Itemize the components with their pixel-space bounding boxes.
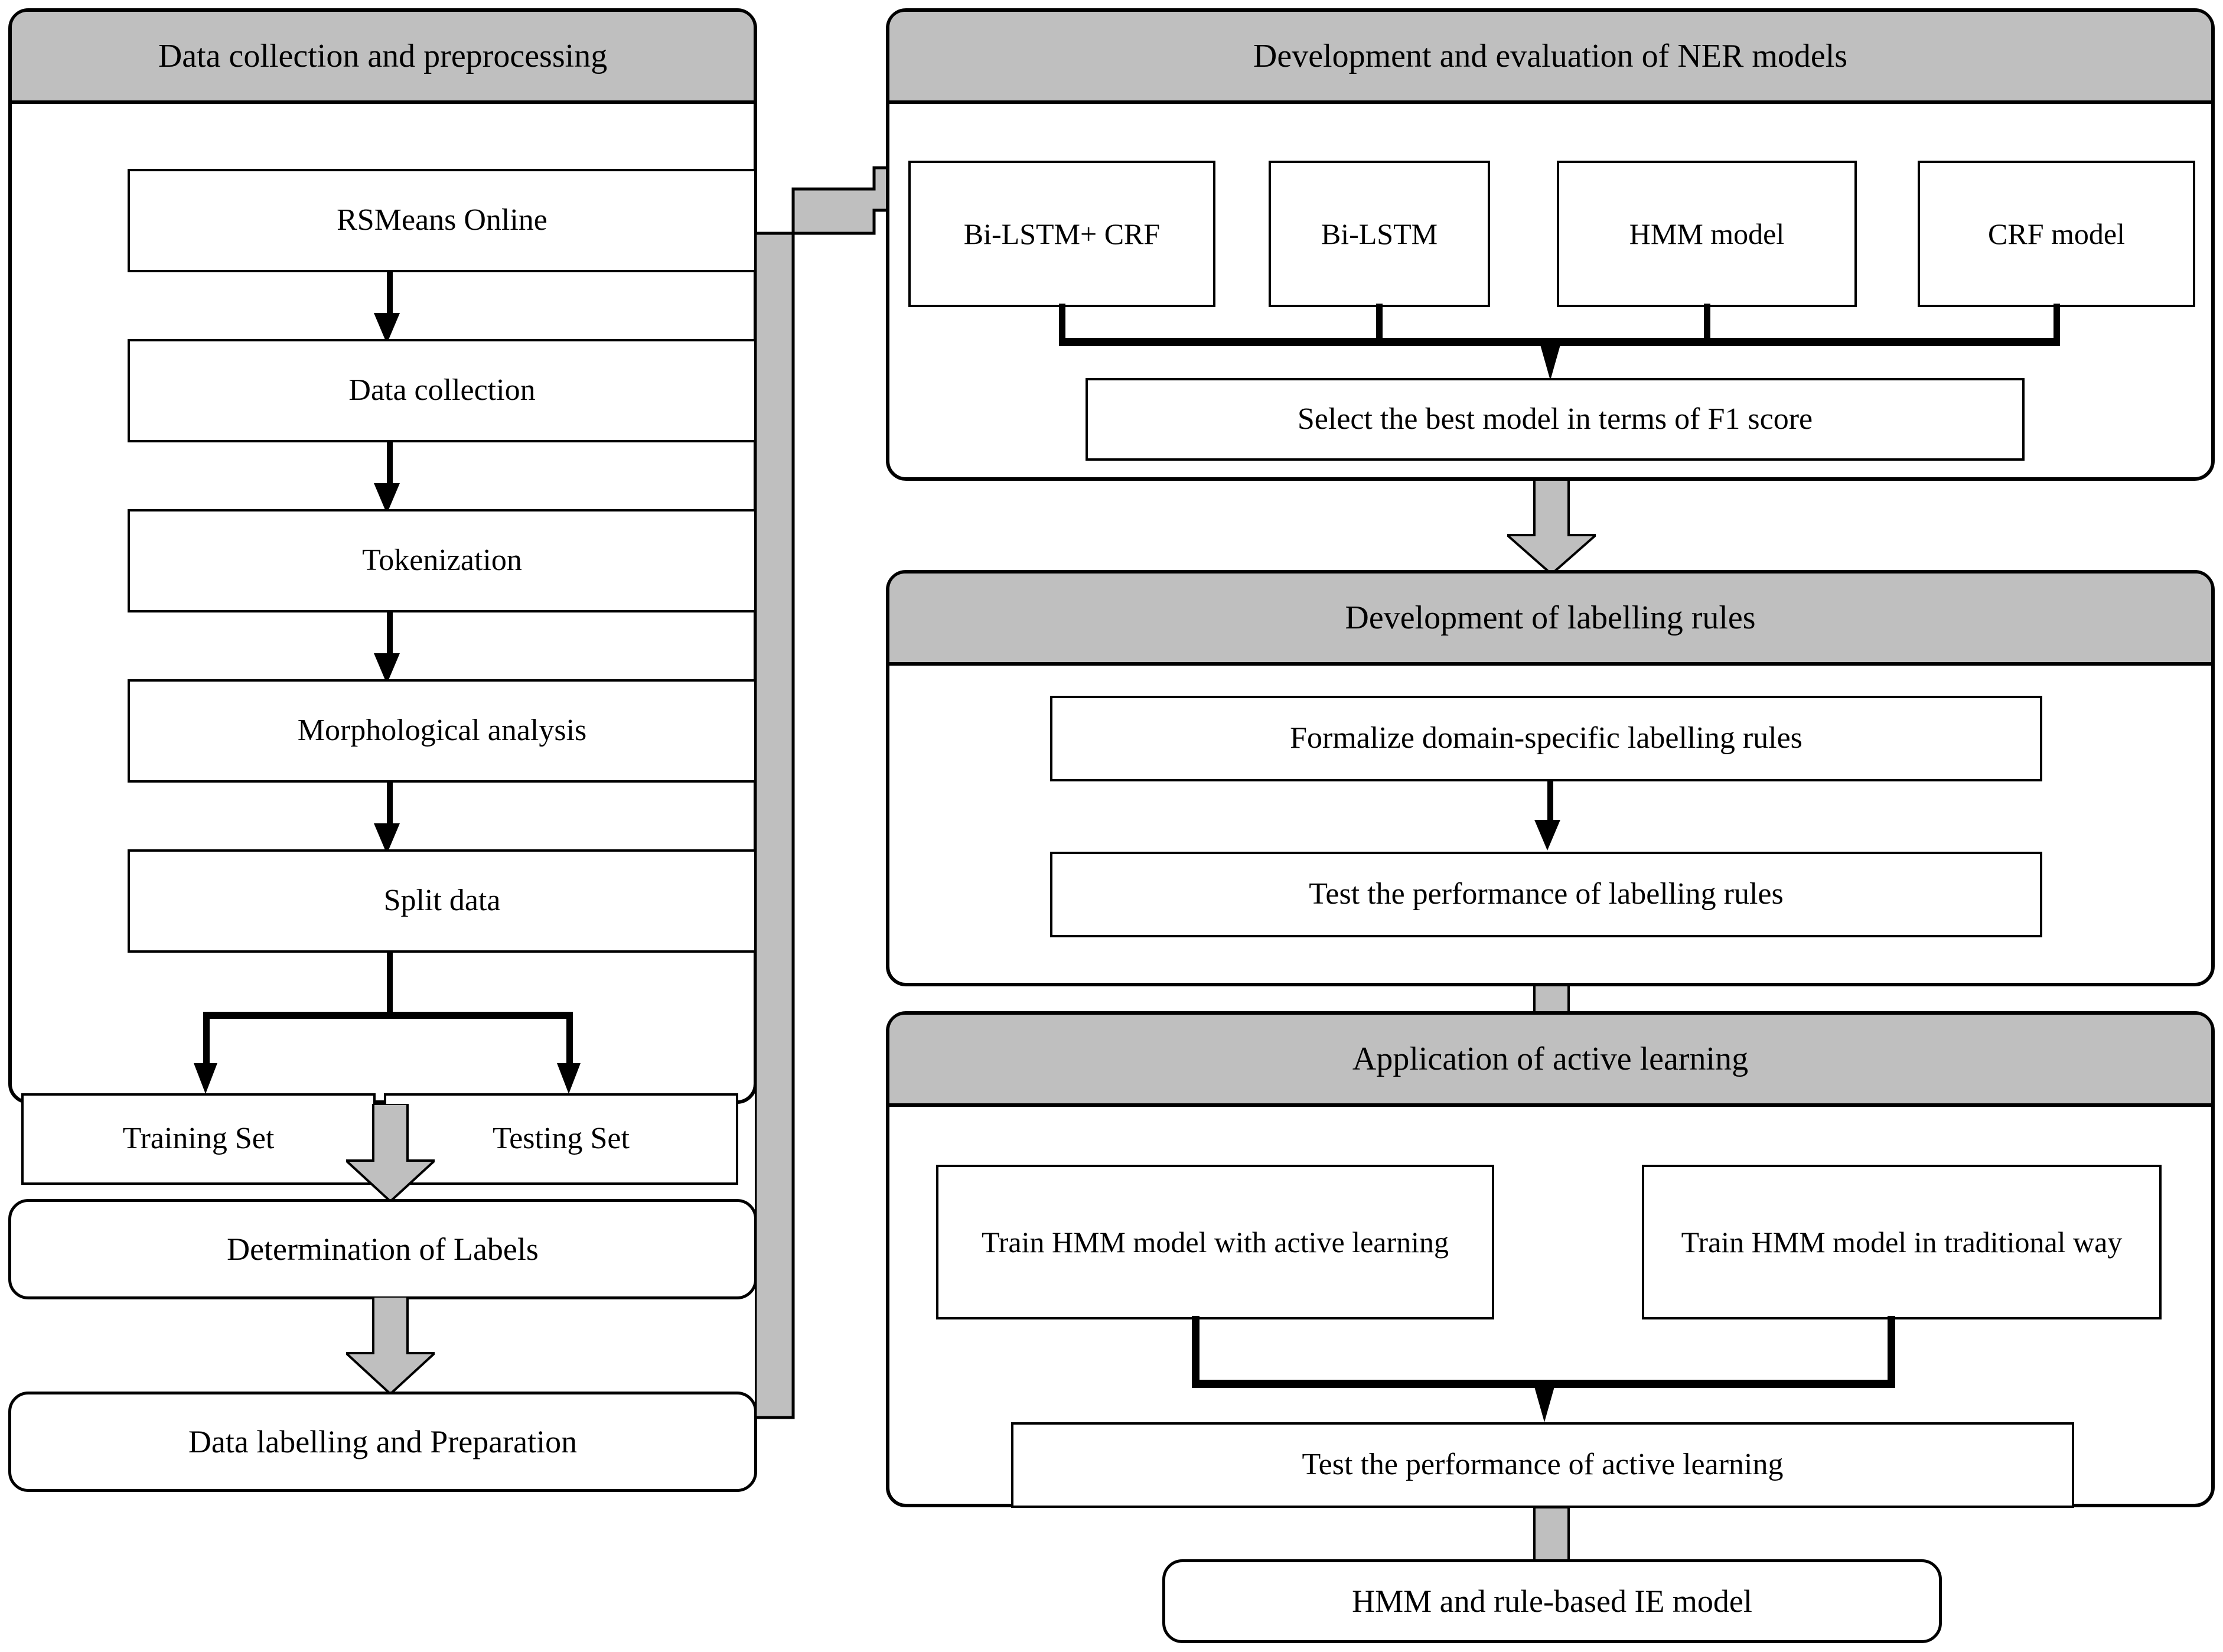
output-label: Testing Set <box>493 1122 630 1156</box>
step-label: Tokenization <box>362 543 522 578</box>
node-final-hmm-rule-based-ie-model[interactable]: HMM and rule-based IE model <box>1162 1559 1942 1643</box>
panel-header-active-learning: Application of active learning <box>889 1015 2211 1107</box>
connector-line <box>387 612 393 656</box>
block-arrow-right-to-ner-panel <box>755 154 991 1453</box>
model-bi-lstm-crf[interactable]: Bi-LSTM+ CRF <box>908 161 1215 307</box>
model-hmm[interactable]: HMM model <box>1557 161 1857 307</box>
model-bi-lstm[interactable]: Bi-LSTM <box>1269 161 1490 307</box>
connector-line <box>1059 304 1065 343</box>
block-arrow-down-to-labelling-rules <box>1507 480 1596 574</box>
connector-line <box>1888 1316 1895 1387</box>
model-label: Bi-LSTM <box>1321 217 1438 250</box>
output-label: Training Set <box>122 1122 275 1156</box>
node-label: HMM and rule-based IE model <box>1352 1583 1752 1619</box>
step-morphological-analysis[interactable]: Morphological analysis <box>128 679 757 783</box>
panel-header-label: Application of active learning <box>1352 1041 1749 1077</box>
connector-line <box>1192 1316 1199 1387</box>
step-label: Data collection <box>348 373 536 408</box>
node-label: Determination of Labels <box>227 1231 539 1267</box>
arrow-down-icon <box>1534 1387 1554 1422</box>
panel-header-labelling-rules: Development of labelling rules <box>889 574 2211 666</box>
arrow-down-icon <box>1540 345 1560 380</box>
arrow-down-icon <box>194 1063 217 1094</box>
step-label: Select the best model in terms of F1 sco… <box>1297 402 1813 436</box>
connector-line <box>566 1012 573 1068</box>
block-arrow-down-to-data-labelling <box>346 1296 435 1394</box>
output-training-set[interactable]: Training Set <box>21 1093 376 1185</box>
connector-line <box>387 953 393 1018</box>
node-determination-of-labels[interactable]: Determination of Labels <box>8 1199 757 1299</box>
step-test-labelling-rules[interactable]: Test the performance of labelling rules <box>1050 852 2042 937</box>
connector-line <box>387 783 393 826</box>
connector-bar-merge <box>1059 338 2060 346</box>
connector-line <box>203 1012 210 1068</box>
panel-header-label: Development of labelling rules <box>1345 599 1756 636</box>
arrow-down-icon <box>374 313 400 344</box>
arrow-down-icon <box>1534 820 1560 851</box>
step-label: Morphological analysis <box>297 713 587 748</box>
branch-label: Train HMM model with active learning <box>981 1226 1449 1259</box>
model-label: Bi-LSTM+ CRF <box>963 217 1161 250</box>
connector-line <box>1547 781 1553 823</box>
step-label: Test the performance of active learning <box>1302 1448 1784 1482</box>
step-test-active-learning[interactable]: Test the performance of active learning <box>1011 1422 2074 1508</box>
connector-line <box>387 272 393 315</box>
panel-header-data-collection: Data collection and preprocessing <box>12 12 754 104</box>
step-tokenization[interactable]: Tokenization <box>128 509 757 612</box>
connector-line <box>2053 304 2060 343</box>
step-rsmeans-online[interactable]: RSMeans Online <box>128 169 757 272</box>
connector-line <box>1704 304 1710 343</box>
connector-line <box>1376 304 1383 343</box>
branch-label: Train HMM model in traditional way <box>1681 1226 2123 1259</box>
model-label: HMM model <box>1629 217 1785 250</box>
connector-bar-merge <box>1192 1380 1895 1388</box>
connector-bar-split <box>203 1012 573 1019</box>
block-arrow-down-to-determination <box>346 1104 435 1201</box>
branch-train-hmm-active-learning[interactable]: Train HMM model with active learning <box>936 1165 1494 1319</box>
step-data-collection[interactable]: Data collection <box>128 339 757 442</box>
branch-train-hmm-traditional[interactable]: Train HMM model in traditional way <box>1642 1165 2162 1319</box>
step-label: RSMeans Online <box>337 203 547 237</box>
connector-line <box>387 442 393 486</box>
arrow-down-icon <box>374 823 400 854</box>
step-label: Test the performance of labelling rules <box>1309 877 1784 911</box>
step-label: Formalize domain-specific labelling rule… <box>1290 721 1802 755</box>
arrow-down-icon <box>374 653 400 684</box>
arrow-down-icon <box>374 483 400 514</box>
model-label: CRF model <box>1988 217 2125 250</box>
panel-header-ner-models: Development and evaluation of NER models <box>889 12 2211 104</box>
node-data-labelling-and-preparation[interactable]: Data labelling and Preparation <box>8 1392 757 1492</box>
step-label: Split data <box>383 884 501 918</box>
step-formalize-labelling-rules[interactable]: Formalize domain-specific labelling rule… <box>1050 696 2042 781</box>
model-crf[interactable]: CRF model <box>1918 161 2195 307</box>
arrow-down-icon <box>557 1063 581 1094</box>
step-split-data[interactable]: Split data <box>128 849 757 953</box>
panel-header-label: Development and evaluation of NER models <box>1253 38 1848 74</box>
output-testing-set[interactable]: Testing Set <box>384 1093 738 1185</box>
panel-header-label: Data collection and preprocessing <box>158 38 608 74</box>
step-select-best-model[interactable]: Select the best model in terms of F1 sco… <box>1086 378 2025 461</box>
node-label: Data labelling and Preparation <box>188 1424 578 1459</box>
